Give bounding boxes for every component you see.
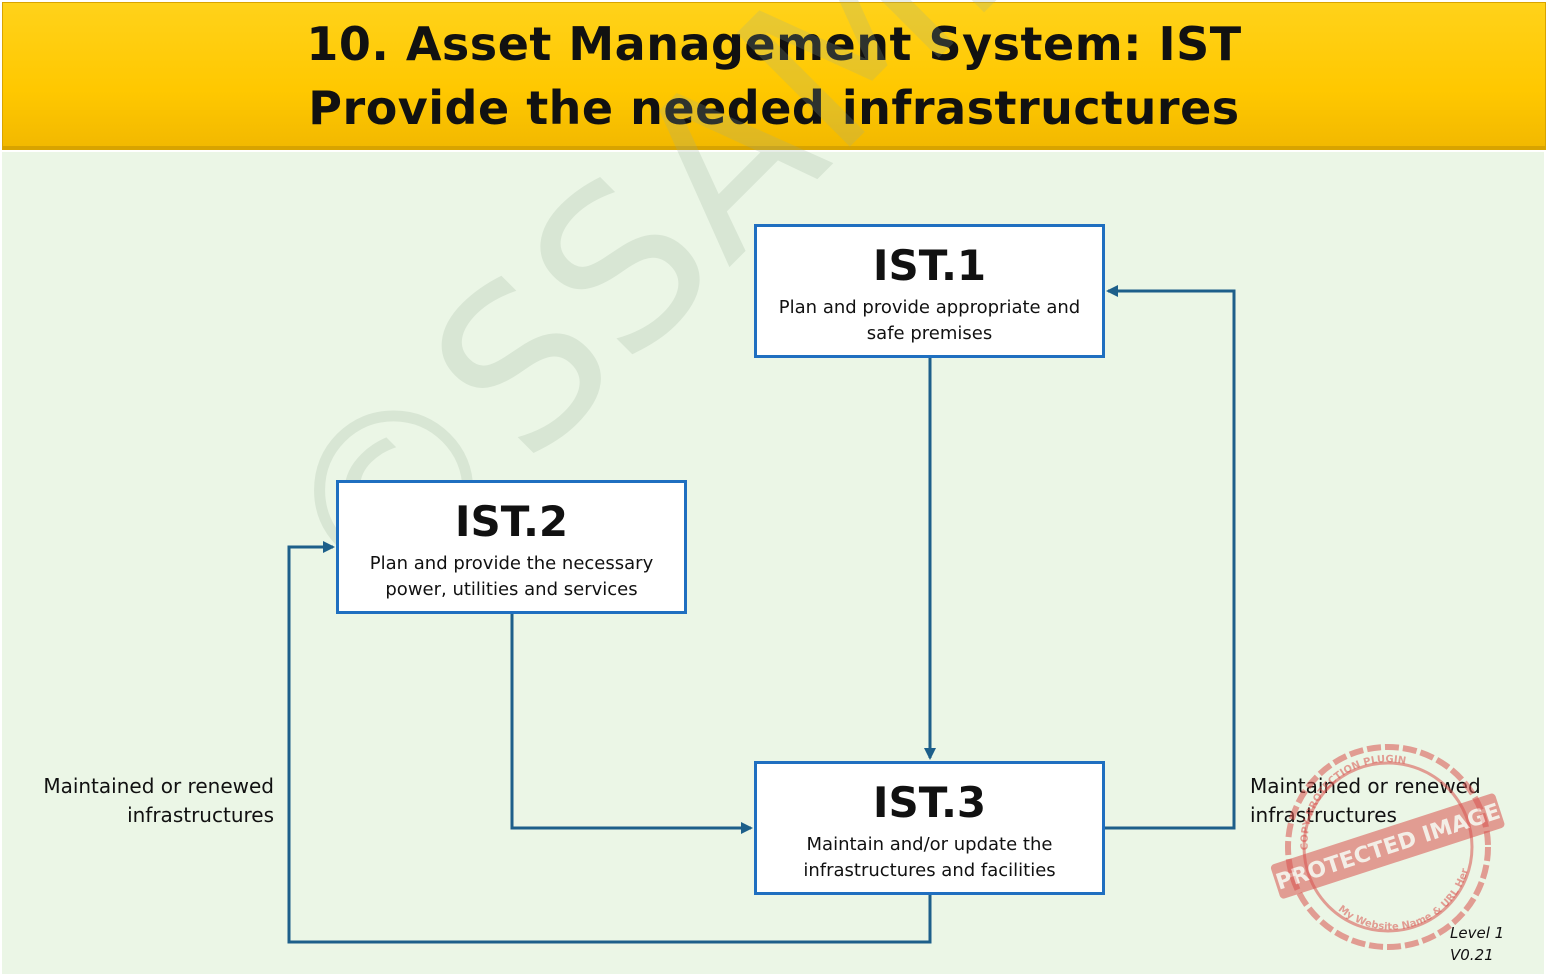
node-ist3-id: IST.3: [872, 778, 987, 827]
arrow-ist3-to-ist1: [1104, 285, 1236, 830]
node-ist1[interactable]: IST.1 Plan and provide appropriate and s…: [754, 224, 1105, 358]
title-banner: 10. Asset Management System: IST Provide…: [2, 2, 1546, 150]
arrow-ist2-to-ist3: [510, 613, 753, 834]
node-ist2-description: Plan and provide the necessary power, ut…: [369, 553, 654, 600]
node-ist3-description: Maintain and/or update the infrastructur…: [803, 834, 1056, 881]
label-right-loop: Maintained or renewed infrastructures: [1250, 774, 1481, 827]
title-line-1: 10. Asset Management System: IST: [306, 17, 1242, 71]
node-ist1-description: Plan and provide appropriate and safe pr…: [778, 297, 1081, 344]
label-left-loop: Maintained or renewed infrastructures: [43, 774, 274, 827]
version-label: Level 1 V0.21: [1450, 924, 1505, 964]
node-ist2[interactable]: IST.2 Plan and provide the necessary pow…: [336, 480, 687, 614]
node-ist1-id: IST.1: [872, 241, 987, 290]
title-line-2: Provide the needed infrastructures: [308, 81, 1240, 135]
arrow-ist3-to-ist2: [287, 541, 932, 944]
node-ist3[interactable]: IST.3 Maintain and/or update the infrast…: [754, 761, 1105, 895]
node-ist2-id: IST.2: [454, 497, 569, 546]
